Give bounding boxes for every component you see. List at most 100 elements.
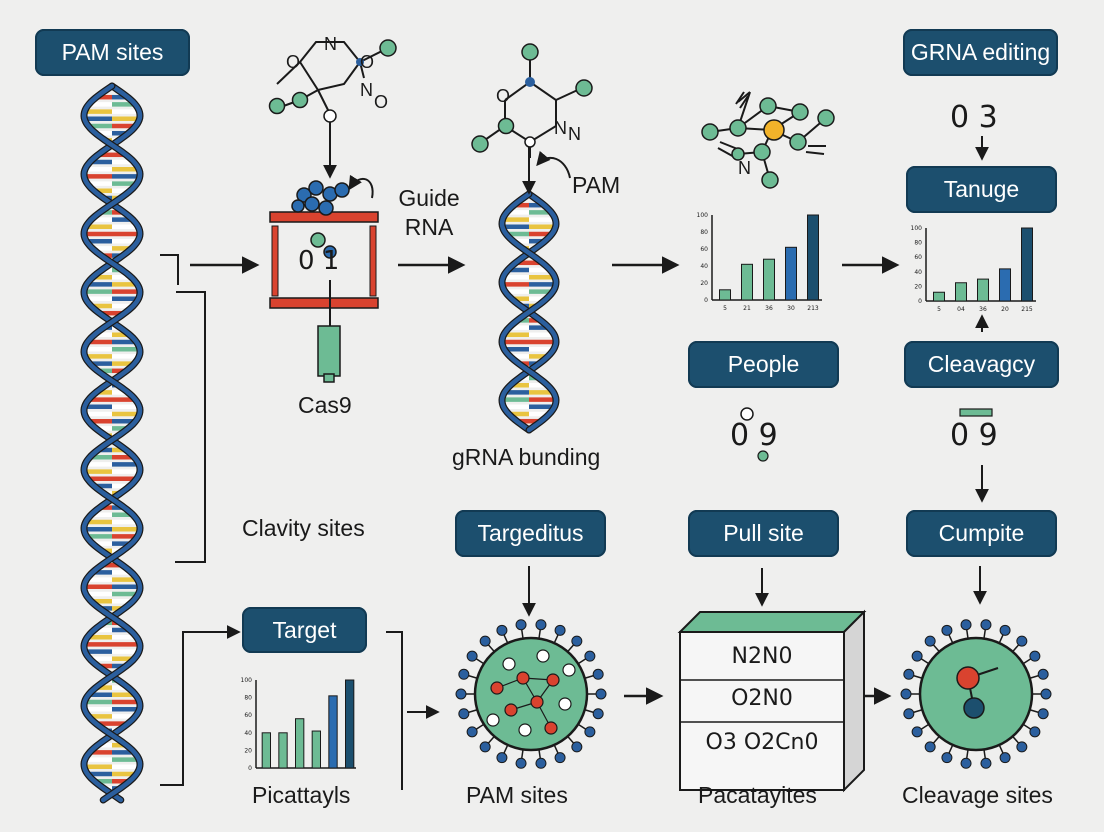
chart-x-tick-label: 5 (937, 306, 941, 313)
chart-y-tick-label: 20 (244, 747, 252, 754)
cell-node (530, 695, 544, 709)
chart-y-tick-label: 60 (700, 246, 708, 253)
chart-bar (741, 263, 753, 301)
atom-label: O (496, 86, 511, 106)
cell-receptor (496, 752, 508, 764)
chart-x-tick-label: 215 (1021, 306, 1033, 313)
chart-bar (719, 289, 731, 301)
cas9-frame (269, 211, 379, 383)
cell-receptor (479, 741, 491, 753)
label-grna-bunding: gRNA bunding (452, 444, 601, 470)
cell-receptor (960, 619, 972, 631)
atom-label: O (286, 52, 301, 72)
pill-pull-site-label: Pull site (723, 520, 804, 546)
chart-bar (278, 732, 288, 769)
dna-helix-middle (498, 190, 560, 434)
cell-receptor (592, 668, 604, 680)
atom-label: N (554, 118, 567, 138)
atom-label: N (568, 124, 581, 144)
label-cleavage-sites: Cleavage sites (902, 782, 1053, 808)
cell-node (536, 649, 550, 663)
chart-x-tick-label: 36 (765, 305, 773, 312)
cell-node (518, 723, 532, 737)
cas9-cluster (291, 180, 350, 259)
chart-bar (977, 278, 989, 302)
cell-receptor (515, 757, 527, 769)
pill-pam-sites-top-label: PAM sites (61, 39, 164, 65)
chart-y-tick-label: 80 (244, 695, 252, 702)
cell-receptor (535, 619, 547, 631)
table-box (677, 609, 867, 793)
cell-node (956, 666, 980, 690)
cell-receptor (999, 624, 1011, 636)
cell-node (544, 721, 558, 735)
pill-pull-site: Pull site (688, 510, 839, 557)
chart-y-tick-label: 40 (244, 730, 252, 737)
chart-y-tick-label: 40 (700, 263, 708, 270)
curved-arrows (348, 150, 571, 199)
chart-bar (933, 291, 945, 302)
molecule-top-left-atoms (268, 39, 397, 123)
cell-cleavage-sites (900, 619, 1052, 769)
cell-receptor (1037, 708, 1049, 720)
formula-cas9-box: 0 1 (298, 246, 340, 276)
chart-y-tick-label: 20 (914, 283, 922, 290)
cell-body (918, 636, 1034, 752)
cell-receptor (458, 668, 470, 680)
label-guide-rna: Guide RNA (398, 185, 460, 240)
chart-x-tick-label: 213 (807, 305, 819, 312)
pill-cumpite: Cumpite (906, 510, 1057, 557)
pill-people: People (688, 341, 839, 388)
cell-receptor (1029, 726, 1041, 738)
chart-y-tick-label: 40 (914, 269, 922, 276)
table-row: O2N0 (731, 686, 793, 711)
chart-bar (295, 718, 305, 769)
chart-bar (955, 282, 967, 302)
atom-label: N (324, 34, 337, 54)
chart-x-tick-label: 36 (979, 306, 987, 313)
cell-receptor (458, 708, 470, 720)
pill-cumpite-label: Cumpite (938, 520, 1025, 546)
cell-node (486, 713, 500, 727)
cell-receptor (980, 619, 992, 631)
chart-x-tick-label: 20 (1001, 306, 1009, 313)
pill-grna-editing-label: GRNA editing (910, 39, 1051, 65)
pill-people-label: People (727, 351, 800, 377)
cell-receptor (571, 635, 583, 647)
chart-bar (999, 268, 1011, 302)
chart-x-tick-label: 21 (743, 305, 751, 312)
cell-receptor (592, 708, 604, 720)
formula-decorations (740, 407, 993, 462)
cell-receptor (584, 650, 596, 662)
cell-receptor (1016, 741, 1028, 753)
cell-receptor (496, 624, 508, 636)
cell-receptor (535, 757, 547, 769)
chart-y-tick-label: 60 (914, 254, 922, 261)
table-row: O3 O2Cn0 (705, 730, 819, 755)
cell-pam-sites (455, 619, 607, 769)
cell-receptor (980, 757, 992, 769)
chart-bar (763, 258, 775, 301)
cell-receptor (903, 708, 915, 720)
label-clavity-sites: Clavity sites (242, 515, 365, 541)
chart-bar (785, 246, 797, 301)
cell-receptor (595, 688, 607, 700)
cell-receptor (1040, 688, 1052, 700)
chart-x-tick-label: 30 (787, 305, 795, 312)
atom-label: N (360, 80, 373, 100)
chart-x-tick-label: 04 (957, 306, 965, 313)
atom-label: N (738, 158, 751, 178)
pill-cleavagcy-label: Cleavagcy (927, 351, 1036, 377)
cell-receptor (554, 624, 566, 636)
chart-y-tick-label: 0 (704, 297, 708, 304)
chart-y-tick-label: 20 (700, 280, 708, 287)
cell-receptor (466, 726, 478, 738)
cell-receptor (466, 650, 478, 662)
pill-cleavagcy: Cleavagcy (904, 341, 1059, 388)
label-cas9: Cas9 (298, 392, 352, 418)
cell-node (502, 657, 516, 671)
cell-receptor (911, 650, 923, 662)
